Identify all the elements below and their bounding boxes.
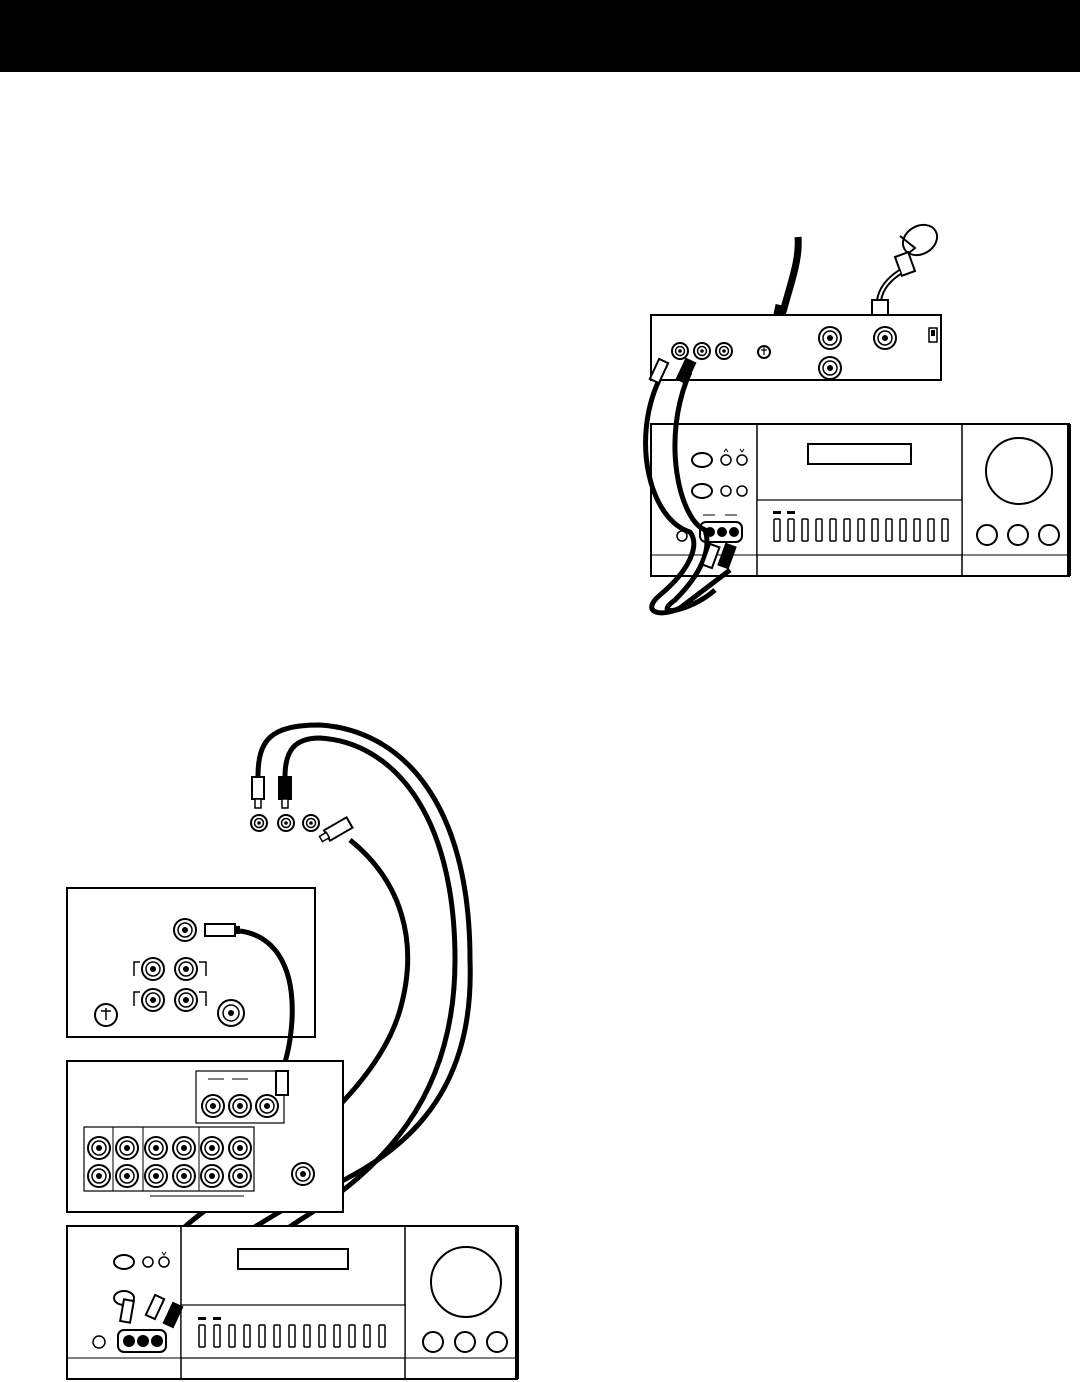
satellite-dish-icon (872, 219, 943, 322)
satellite-receiver-back-panel (651, 315, 941, 380)
tv-back-panel (67, 888, 315, 1075)
phone-line-cable (783, 237, 798, 312)
tv-receiver-vcr-hookup (67, 725, 517, 1379)
tv-av-jacks (251, 777, 353, 844)
satellite-receiver-back-panel (67, 1061, 343, 1212)
vcr-front-panel (67, 1226, 517, 1379)
satellite-receiver-to-vcr-hookup (646, 219, 1069, 613)
